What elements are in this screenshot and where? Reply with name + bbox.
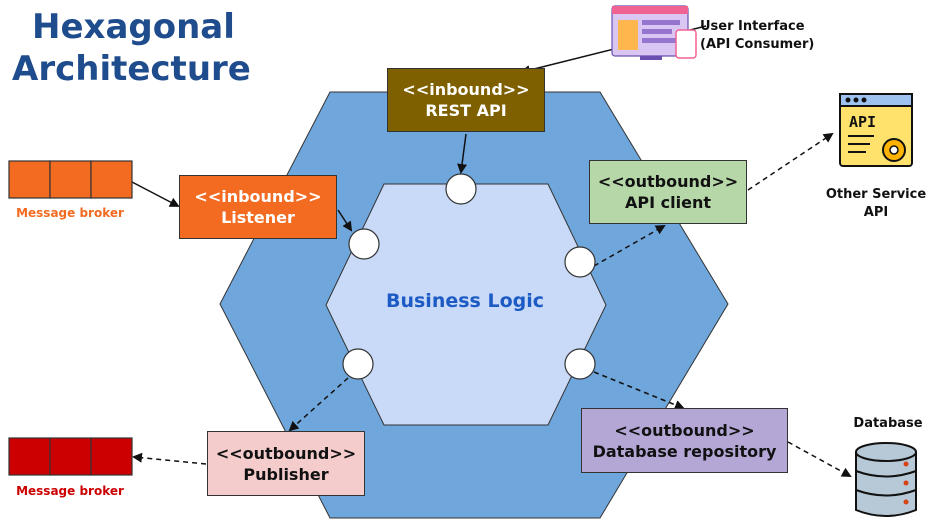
other-service-label: Other Service API <box>818 186 934 222</box>
port-to-dbrepo-arrow <box>593 371 685 410</box>
listener-to-port-arrow <box>337 209 353 232</box>
api-document-icon: API <box>839 93 913 167</box>
api-client-adapter: <<outbound>> API client <box>589 160 747 224</box>
port-api-client <box>564 246 596 278</box>
message-broker-out-icon <box>8 437 133 476</box>
rest-to-port-arrow <box>457 133 468 174</box>
database-label: Database <box>853 416 923 431</box>
user-interface-label: User Interface (API Consumer) <box>700 18 814 54</box>
inner-hexagon <box>325 183 607 426</box>
message-broker-out-label: Message broker <box>16 484 124 498</box>
other-service-line-1: Other Service <box>825 187 927 202</box>
user-interface-line-1: User Interface <box>700 19 805 34</box>
rest-api-name: REST API <box>425 101 507 120</box>
listener-name: Listener <box>221 208 295 227</box>
other-service-line-2: API <box>863 205 889 220</box>
api-client-stereotype: <<outbound>> <box>597 172 739 191</box>
publisher-adapter: <<outbound>> Publisher <box>207 431 365 496</box>
business-logic-label: Business Logic <box>385 290 544 312</box>
database-repository-adapter: <<outbound>> Database repository <box>581 408 788 473</box>
user-interface-line-2: (API Consumer) <box>700 37 815 52</box>
api-client-name: API client <box>625 193 711 212</box>
user-interface-icon <box>611 5 697 60</box>
dbrepo-to-database-arrow <box>787 441 852 477</box>
publisher-to-broker-arrow <box>132 452 207 465</box>
title-line-2: Architecture <box>12 49 251 89</box>
rest-api-adapter: <<inbound>> REST API <box>387 68 545 132</box>
message-broker-in-icon <box>8 160 133 199</box>
title-line-1: Hexagonal <box>32 7 235 47</box>
port-listener <box>348 228 380 260</box>
db-repo-name: Database repository <box>592 441 777 461</box>
port-publisher <box>342 348 374 380</box>
apiclient-to-service-arrow <box>747 132 834 191</box>
page-title: Hexagonal Architecture <box>12 6 251 90</box>
message-broker-in-label: Message broker <box>16 206 124 220</box>
publisher-stereotype: <<outbound>> <box>215 443 357 463</box>
port-to-publisher-arrow <box>288 377 349 432</box>
db-repo-stereotype: <<outbound>> <box>614 420 755 440</box>
listener-stereotype: <<inbound>> <box>194 187 322 206</box>
port-rest <box>445 173 477 205</box>
listener-adapter: <<inbound>> Listener <box>179 175 337 239</box>
database-icon <box>855 442 917 517</box>
port-to-apiclient-arrow <box>593 225 666 267</box>
publisher-name: Publisher <box>243 464 329 484</box>
port-db <box>564 348 596 380</box>
broker-to-listener-arrow <box>131 181 180 207</box>
rest-api-stereotype: <<inbound>> <box>402 80 530 99</box>
api-icon-text: API <box>849 113 876 131</box>
